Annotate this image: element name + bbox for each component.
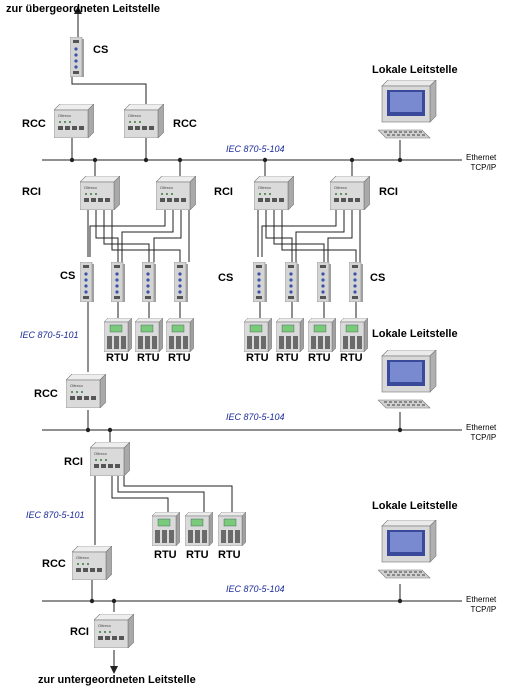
label-rtu-8: RTU bbox=[154, 549, 177, 561]
rcc-3-device: Oltreco bbox=[66, 374, 106, 408]
title-upper-control-center: zur übergeordneten Leitstelle bbox=[6, 3, 161, 15]
ethernet-line-1: Ethernet bbox=[466, 595, 497, 604]
label-rtu-7: RTU bbox=[340, 352, 363, 364]
cs-6-device bbox=[285, 262, 299, 302]
svg-text:Oltreco: Oltreco bbox=[160, 185, 174, 190]
rci-1-device: Oltreco bbox=[80, 176, 120, 210]
rci-bottom-device: Oltreco bbox=[94, 614, 134, 648]
cs-5-device bbox=[253, 262, 267, 302]
label-rci-5: RCI bbox=[70, 626, 89, 638]
cs-7-device bbox=[317, 262, 331, 302]
cs-2-device bbox=[111, 262, 125, 302]
rtu-10-device bbox=[218, 512, 246, 546]
label-rtu-9: RTU bbox=[186, 549, 209, 561]
svg-text:Oltreco: Oltreco bbox=[76, 555, 90, 560]
rcc-1-device: Oltreco bbox=[54, 104, 94, 138]
rci-2-device: Oltreco bbox=[156, 176, 196, 210]
label-rtu-6: RTU bbox=[308, 352, 331, 364]
rtu-7-device bbox=[340, 318, 368, 352]
svg-text:Oltreco: Oltreco bbox=[258, 185, 272, 190]
cs-8-device bbox=[349, 262, 363, 302]
rci-lower-device: Oltreco bbox=[90, 442, 130, 476]
label-local-control-1: Lokale Leitstelle bbox=[372, 64, 458, 76]
ethernet-line-2: TCP/IP bbox=[470, 163, 497, 172]
ethernet-label-3: Ethernet TCP/IP bbox=[466, 595, 496, 615]
protocol-label-104-2: IEC 870-5-104 bbox=[226, 412, 285, 422]
cs-1-device bbox=[80, 262, 94, 302]
svg-text:Oltreco: Oltreco bbox=[128, 113, 142, 118]
svg-text:Oltreco: Oltreco bbox=[98, 623, 112, 628]
label-rtu-4: RTU bbox=[246, 352, 269, 364]
rtu-1-device bbox=[104, 318, 132, 352]
label-rtu-5: RTU bbox=[276, 352, 299, 364]
rci-3-device: Oltreco bbox=[254, 176, 294, 210]
label-cs-left: CS bbox=[60, 270, 76, 282]
label-rci-1: RCI bbox=[22, 186, 41, 198]
label-rtu-10: RTU bbox=[218, 549, 241, 561]
label-rcc-4: RCC bbox=[42, 558, 66, 570]
cs-top-device bbox=[70, 37, 84, 77]
rtu-9-device bbox=[185, 512, 213, 546]
ethernet-line-1: Ethernet bbox=[466, 423, 497, 432]
label-rci-3: RCI bbox=[379, 186, 398, 198]
label-cs-mid: CS bbox=[218, 272, 234, 284]
svg-text:Oltreco: Oltreco bbox=[94, 451, 108, 456]
cs-4-device bbox=[174, 262, 188, 302]
workstation-3 bbox=[378, 520, 437, 579]
svg-text:Oltreco: Oltreco bbox=[334, 185, 348, 190]
cs-3-device bbox=[142, 262, 156, 302]
label-local-control-3: Lokale Leitstelle bbox=[372, 500, 458, 512]
label-rcc-3: RCC bbox=[34, 388, 58, 400]
svg-text:Oltreco: Oltreco bbox=[58, 113, 72, 118]
protocol-label-101-1: IEC 870-5-101 bbox=[20, 330, 79, 340]
label-cs-right: CS bbox=[370, 272, 386, 284]
svg-text:Oltreco: Oltreco bbox=[84, 185, 98, 190]
rtu-8-device bbox=[152, 512, 180, 546]
label-cs-top: CS bbox=[93, 44, 109, 56]
workstation-2 bbox=[378, 350, 437, 409]
ethernet-line-1: Ethernet bbox=[466, 153, 497, 162]
label-rtu-1: RTU bbox=[106, 352, 129, 364]
rtu-4-device bbox=[244, 318, 272, 352]
label-rci-4: RCI bbox=[64, 456, 83, 468]
title-lower-control-center: zur untergeordneten Leitstelle bbox=[38, 674, 196, 686]
svg-text:Oltreco: Oltreco bbox=[70, 383, 84, 388]
ethernet-line-2: TCP/IP bbox=[470, 433, 497, 442]
label-rtu-2: RTU bbox=[137, 352, 160, 364]
label-rcc-2: RCC bbox=[173, 118, 197, 130]
rtu-5-device bbox=[276, 318, 304, 352]
label-rtu-3: RTU bbox=[168, 352, 191, 364]
protocol-label-101-2: IEC 870-5-101 bbox=[26, 510, 85, 520]
rci-4-device: Oltreco bbox=[330, 176, 370, 210]
ethernet-line-2: TCP/IP bbox=[470, 605, 497, 614]
protocol-label-104-3: IEC 870-5-104 bbox=[226, 584, 285, 594]
ethernet-label-2: Ethernet TCP/IP bbox=[466, 423, 496, 443]
label-rci-2: RCI bbox=[214, 186, 233, 198]
rtu-6-device bbox=[308, 318, 336, 352]
workstation-1 bbox=[378, 80, 437, 139]
rtu-3-device bbox=[166, 318, 194, 352]
label-local-control-2: Lokale Leitstelle bbox=[372, 328, 458, 340]
rcc-4-device: Oltreco bbox=[72, 546, 112, 580]
protocol-label-104-1: IEC 870-5-104 bbox=[226, 144, 285, 154]
ethernet-label-1: Ethernet TCP/IP bbox=[466, 153, 496, 173]
rcc-2-device: Oltreco bbox=[124, 104, 164, 138]
rtu-2-device bbox=[135, 318, 163, 352]
label-rcc-1: RCC bbox=[22, 118, 46, 130]
